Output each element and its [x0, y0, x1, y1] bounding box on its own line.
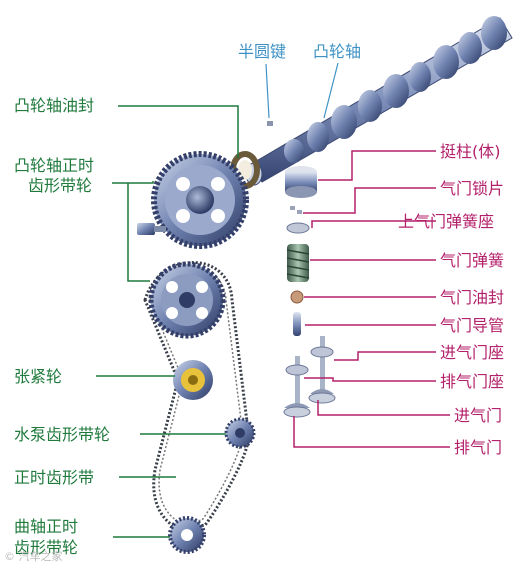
half-round-key-shape [267, 121, 273, 126]
cam-timing-pulley-shape [151, 151, 249, 249]
top-leader-lines [265, 62, 339, 119]
label-timing-belt: 正时齿形带 [14, 468, 95, 487]
left-leader-lines [96, 105, 239, 538]
crank-timing-pulley-upper-shape [148, 261, 226, 339]
label-valve-spring: 气门弹簧 [440, 251, 505, 270]
valve-oil-seal-shape [290, 290, 304, 304]
label-water-pump-pulley: 水泵齿形带轮 [14, 425, 111, 444]
upper-spring-seat-shape [286, 222, 310, 234]
intake-valve-shape [308, 336, 336, 404]
label-cam-timing-pulley-line1: 凸轮轴正时 [14, 156, 95, 175]
label-exhaust-valve-seat: 排气门座 [440, 372, 505, 391]
timing-belt-shape [143, 261, 251, 532]
right-leader-lines [293, 150, 450, 448]
label-crank-timing-pulley-line1: 曲轴正时 [14, 517, 79, 536]
label-valve-keeper: 气门锁片 [440, 179, 505, 198]
label-valve-oil-seal: 气门油封 [440, 288, 505, 307]
water-pump-pulley-shape [224, 417, 256, 449]
valve-keeper-shape [290, 206, 302, 214]
label-cam-timing-pulley-line2: 齿形带轮 [28, 176, 93, 195]
crank-timing-pulley-shape [168, 516, 206, 554]
valve-spring-shape [286, 244, 310, 282]
label-camshaft: 凸轮轴 [313, 42, 362, 61]
label-upper-spring-seat: 上气门弹簧座 [398, 212, 495, 231]
label-intake-valve: 进气门 [454, 406, 503, 425]
label-tappet: 挺柱(体) [440, 142, 501, 161]
label-half-round-key: 半圆键 [238, 42, 287, 61]
label-camshaft-oil-seal: 凸轮轴油封 [14, 96, 95, 115]
label-intake-valve-seat: 进气门座 [440, 343, 505, 362]
tensioner-shape [173, 360, 213, 400]
label-valve-guide: 气门导管 [440, 316, 505, 335]
exhaust-valve-shape [283, 356, 311, 418]
label-tensioner: 张紧轮 [14, 367, 63, 386]
watermark: © 汽车之家 [4, 550, 63, 563]
label-exhaust-valve: 排气门 [454, 438, 503, 457]
camshaft-shape [245, 16, 513, 186]
valve-guide-shape [293, 312, 301, 336]
tappet-shape [285, 166, 317, 198]
label-crank-timing-pulley-line2: 齿形带轮 [14, 538, 79, 557]
bolt-shape [137, 223, 166, 235]
